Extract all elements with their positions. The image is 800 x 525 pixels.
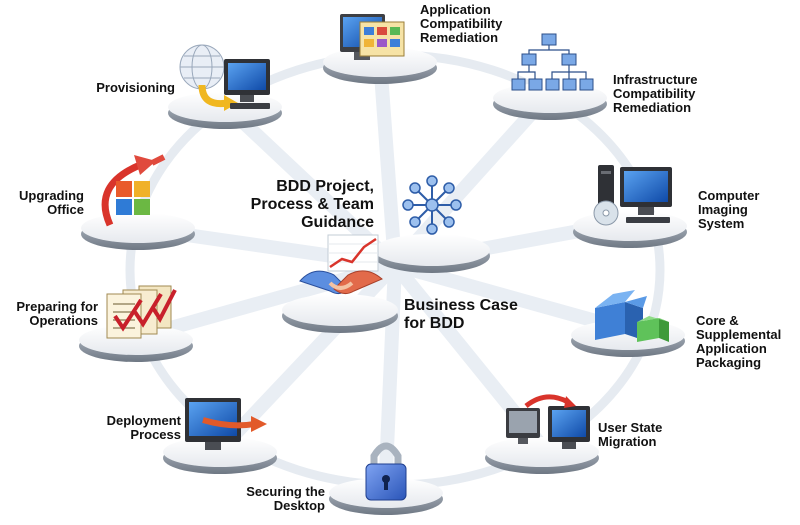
app-compat-line-2: Compatibility — [420, 16, 503, 31]
preparing-ops-label: Preparing for Operations — [0, 300, 98, 328]
infra-compat-line-2: Compatibility — [613, 86, 696, 101]
network-hub-icon — [402, 175, 462, 235]
core-packaging-line-4: Packaging — [696, 355, 762, 370]
provisioning-line-1: Provisioning — [96, 80, 175, 95]
securing-desktop-line-2: Desktop — [273, 498, 325, 513]
deployment-process-line-2: Process — [130, 427, 181, 442]
office-logo-icon — [101, 154, 166, 227]
core-packaging-label: Core & Supplemental Application Packagin… — [696, 314, 781, 370]
business-case-line-2: for BDD — [404, 315, 465, 332]
deployment-process-label: Deployment Process — [80, 414, 181, 442]
platforms — [79, 47, 687, 515]
user-state-label: User State Migration — [598, 421, 662, 449]
center-title-line-3: Guidance — [301, 214, 374, 231]
computer-imaging-label: Computer Imaging System — [698, 189, 759, 231]
user-state-line-2: Migration — [598, 434, 657, 449]
securing-desktop-label: Securing the Desktop — [225, 485, 325, 513]
center-title-line-1: BDD Project, — [276, 178, 374, 195]
app-compat-line-1: Application — [420, 2, 491, 17]
deployment-process-line-1: Deployment — [106, 413, 181, 428]
core-packaging-line-2: Supplemental — [696, 327, 782, 342]
preparing-ops-line-1: Preparing for — [16, 299, 98, 314]
center-title-label: BDD Project, Process & Team Guidance — [228, 178, 374, 232]
upgrading-office-line-1: Upgrading — [19, 188, 84, 203]
two-monitors-arrow-icon — [506, 394, 590, 449]
padlock-icon — [365, 442, 407, 501]
infra-compat-line-3: Remediation — [613, 100, 692, 115]
provisioning-label: Provisioning — [60, 81, 175, 95]
computer-imaging-line-2: Imaging — [698, 202, 748, 217]
business-case-label: Business Case for BDD — [404, 297, 518, 333]
app-compat-label: Application Compatibility Remediation — [420, 3, 502, 45]
application-windows-icon — [340, 14, 405, 60]
upgrading-office-label: Upgrading Office — [0, 189, 84, 217]
computer-imaging-line-3: System — [698, 216, 745, 231]
infra-compat-label: Infrastructure Compatibility Remediation — [613, 73, 698, 115]
core-packaging-line-1: Core & — [696, 313, 739, 328]
user-state-line-1: User State — [598, 420, 663, 435]
core-packaging-line-3: Application — [696, 341, 767, 356]
center-title-line-2: Process & Team — [250, 196, 374, 213]
computer-imaging-line-1: Computer — [698, 188, 760, 203]
globe-computer-icon — [179, 44, 270, 111]
business-case-line-1: Business Case — [404, 297, 518, 314]
securing-desktop-line-1: Securing the — [246, 484, 325, 499]
checklist-icon — [106, 285, 177, 339]
preparing-ops-line-2: Operations — [29, 313, 98, 328]
computer-cd-icon — [593, 165, 672, 226]
boxes-icon — [595, 290, 669, 342]
handshake-chart-icon — [299, 234, 383, 295]
monitor-arrow-icon — [185, 398, 267, 450]
infra-compat-line-1: Infrastructure — [613, 72, 698, 87]
org-chart-icon — [511, 33, 594, 91]
upgrading-office-line-2: Office — [47, 202, 84, 217]
app-compat-line-3: Remediation — [420, 30, 499, 45]
